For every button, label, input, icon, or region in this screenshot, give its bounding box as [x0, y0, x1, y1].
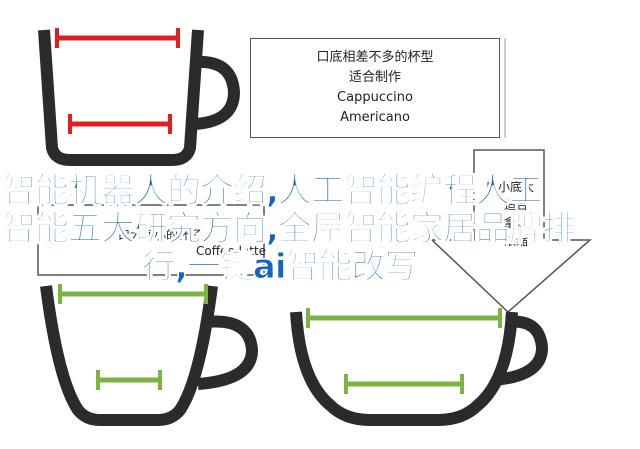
bottom-right-cup	[290, 308, 549, 426]
label-line-3: Cappuccino	[337, 90, 413, 105]
pointer-box-line-3: 拿铁	[504, 216, 529, 230]
label-line-2: 适合制作	[348, 70, 401, 85]
overlay-headline-line-1: 智能机器人的介绍,人工智能编程人工	[2, 171, 544, 211]
middle-left-box-shape	[37, 204, 265, 276]
middle-box-line-1: 口大底小的杯子	[118, 228, 203, 242]
bottom-right-cup-handle	[493, 315, 549, 386]
overlay-headline: 智能机器人的介绍,人工智能编程人工 智能五大研究方向,全屋智能家居品牌排 行,一…	[2, 171, 638, 287]
bottom-left-cup-body	[40, 285, 218, 426]
pointer-box-line-2: 适合	[504, 198, 529, 212]
pointer-box-line-1: 口小底大	[486, 180, 535, 194]
label-line-1: 口底相差不多的杯型	[316, 50, 434, 65]
label-line-4: Americano	[340, 110, 410, 125]
overlay-headline-line-3: 行,一键ai智能改写	[142, 247, 420, 287]
pointer-box-line-4: 浓缩	[504, 234, 529, 248]
middle-box-line-2: Coffee latte	[196, 244, 267, 258]
top-cup-handle	[193, 55, 241, 130]
overlay-headline-line-2: 智能五大研究方向,全屋智能家居品牌排	[2, 209, 577, 249]
bottom-left-cup-handle	[197, 315, 259, 390]
top-cup	[38, 28, 241, 166]
top-cup-body	[38, 29, 204, 166]
bottom-left-cup	[40, 284, 259, 426]
right-pointer-box-shape	[430, 149, 592, 314]
bottom-right-cup-body	[290, 311, 518, 426]
cup-type-label-box: 口底相差不多的杯型 适合制作 Cappuccino Americano	[250, 38, 500, 138]
